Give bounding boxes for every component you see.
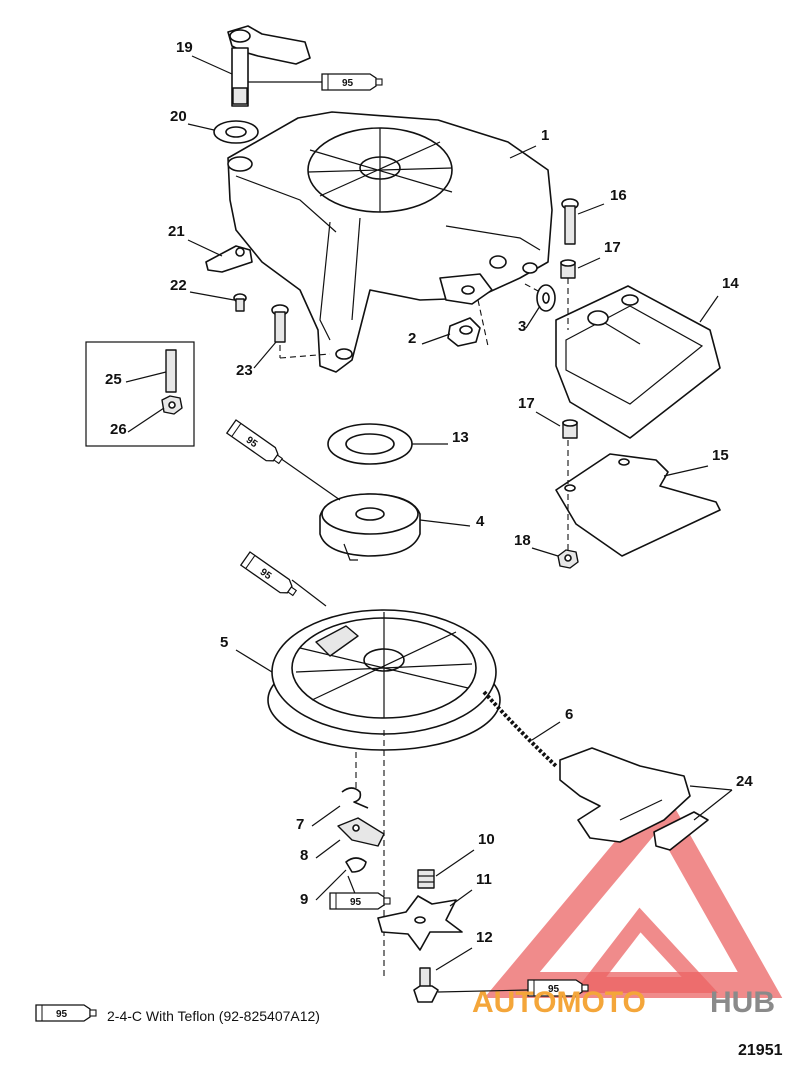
part-6-rope	[482, 690, 558, 768]
part-9-retainer	[345, 857, 367, 873]
tube-icon: 95	[527, 979, 589, 997]
callout-13: 13	[452, 429, 469, 446]
callout-3: 3	[518, 318, 526, 335]
tube-label: 95	[350, 897, 362, 908]
part-23-bolt	[271, 304, 331, 359]
callout-17: 17	[518, 395, 535, 412]
callout-1: 1	[541, 127, 549, 144]
callout-17: 17	[604, 239, 621, 256]
callout-labels: 1920116211714223223252617131541856247108…	[105, 39, 753, 946]
tube-icon: 95	[35, 1004, 97, 1022]
callout-8: 8	[300, 847, 308, 864]
tube-label: 95	[342, 78, 354, 89]
part-16-screw	[561, 198, 579, 245]
part-14-rope-guide	[555, 278, 721, 439]
callout-2: 2	[408, 330, 416, 347]
part-3-washer	[524, 283, 556, 312]
callout-23: 23	[236, 362, 253, 379]
callout-4: 4	[476, 513, 485, 530]
tube-icon: 95	[239, 551, 298, 597]
part-7-spring	[341, 787, 369, 809]
callout-20: 20	[170, 108, 187, 125]
part-20-washer	[213, 120, 259, 144]
part-22-screw	[233, 293, 247, 312]
parts-25-26-box	[85, 341, 195, 447]
callout-25: 25	[105, 371, 122, 388]
callout-18: 18	[514, 532, 531, 549]
tube-icon: 95	[321, 73, 383, 91]
callout-24: 24	[736, 773, 753, 790]
part-13-washer	[327, 423, 413, 465]
part-12-bolt	[413, 967, 439, 1003]
legend-text: 2-4-C With Teflon (92-825407A12)	[107, 1008, 320, 1024]
callout-9: 9	[300, 891, 308, 908]
part-17-spacer-lower	[562, 419, 578, 439]
callout-19: 19	[176, 39, 193, 56]
figure-number: 21951	[738, 1042, 783, 1059]
callout-21: 21	[168, 223, 185, 240]
tube-icon: 95	[225, 419, 284, 465]
part-1-starter-housing	[227, 111, 553, 373]
part-8-pawl	[337, 817, 385, 847]
callout-15: 15	[712, 447, 729, 464]
tube-label: 95	[56, 1009, 68, 1020]
tube-icon: 95	[329, 892, 391, 910]
callout-16: 16	[610, 187, 627, 204]
leader-lines	[125, 55, 733, 993]
callout-12: 12	[476, 929, 493, 946]
callout-22: 22	[170, 277, 187, 294]
callout-26: 26	[110, 421, 127, 438]
callout-6: 6	[565, 706, 573, 723]
callout-7: 7	[296, 816, 304, 833]
part-2-bushing	[447, 299, 489, 347]
part-17-spacer-upper	[560, 259, 576, 279]
watermark-text-gray: HUB	[710, 986, 775, 1019]
watermark-text: AUTOMOTO HUB	[472, 986, 775, 1019]
part-19-lever	[227, 25, 311, 107]
watermark-text-orange: AUTOMOTO	[472, 986, 646, 1019]
part-5-pulley	[267, 609, 501, 980]
callout-14: 14	[722, 275, 739, 292]
callout-11: 11	[476, 871, 492, 888]
watermark-logo	[484, 785, 783, 998]
part-18-nut	[557, 549, 579, 569]
watermark-triangle-inner	[573, 907, 719, 993]
part-10-spring	[417, 869, 435, 889]
part-21-pawl	[205, 245, 253, 273]
part-11-friction-plate	[377, 895, 463, 951]
part-24-handle	[559, 747, 709, 851]
callout-10: 10	[478, 831, 495, 848]
tube-label: 95	[548, 984, 560, 995]
part-4-spring-housing	[319, 493, 421, 561]
callout-5: 5	[220, 634, 228, 651]
part-15-plate	[555, 440, 721, 557]
